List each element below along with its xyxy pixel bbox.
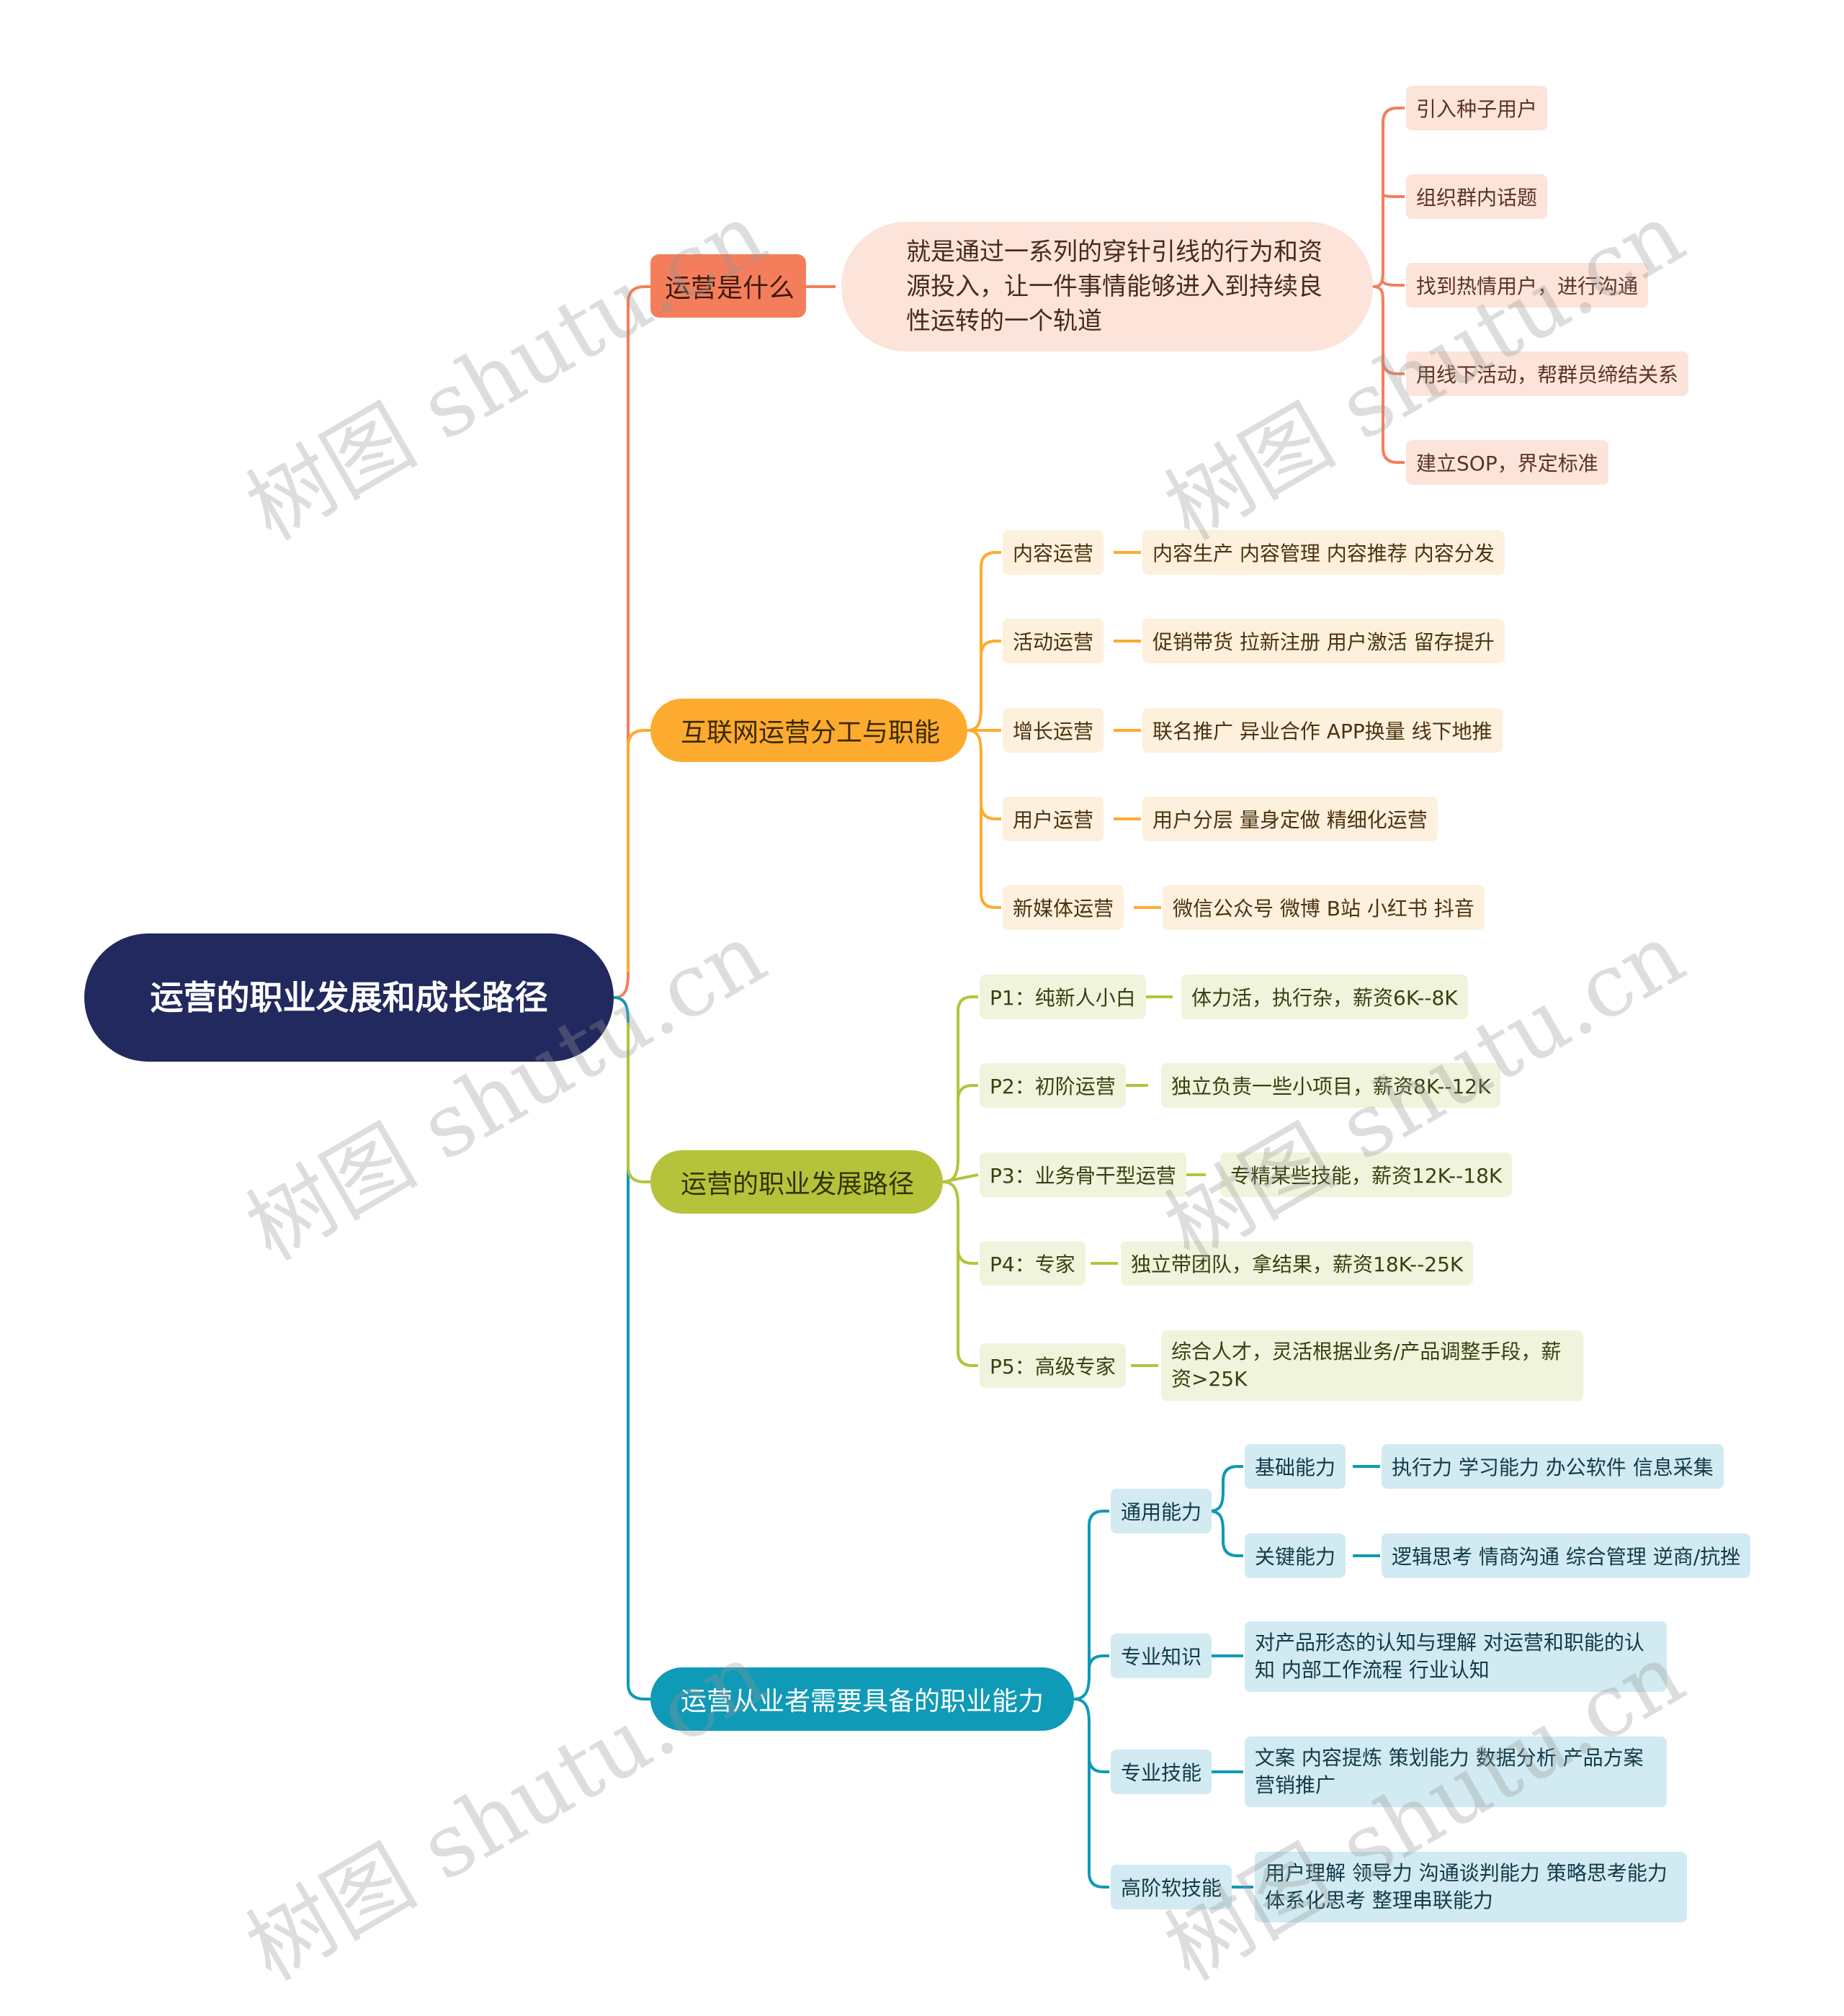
branch-what-is-operation[interactable]: 运营是什么 bbox=[650, 254, 806, 318]
role-name[interactable]: 用户运营 bbox=[1003, 797, 1104, 841]
level-detail[interactable]: 独立带团队，拿结果，薪资18K--25K bbox=[1121, 1241, 1474, 1286]
skill-group[interactable]: 高阶软技能 bbox=[1111, 1865, 1232, 1909]
level-name[interactable]: P2：初阶运营 bbox=[980, 1063, 1126, 1108]
step-item[interactable]: 引入种子用户 bbox=[1406, 86, 1548, 130]
root-topic[interactable]: 运营的职业发展和成长路径 bbox=[84, 933, 614, 1062]
skill-group[interactable]: 专业知识 bbox=[1111, 1634, 1212, 1678]
skill-detail[interactable]: 逻辑思考 情商沟通 综合管理 逆商/抗挫 bbox=[1382, 1533, 1751, 1578]
step-item[interactable]: 找到热情用户，进行沟通 bbox=[1406, 263, 1649, 308]
level-detail[interactable]: 独立负责一些小项目，薪资8K--12K bbox=[1161, 1063, 1501, 1108]
level-detail[interactable]: 综合人才，灵活根据业务/产品调整手段，薪资>25K bbox=[1161, 1330, 1583, 1401]
skill-detail[interactable]: 执行力 学习能力 办公软件 信息采集 bbox=[1382, 1444, 1724, 1489]
skill-subgroup[interactable]: 关键能力 bbox=[1245, 1533, 1346, 1578]
level-name[interactable]: P1：纯新人小白 bbox=[980, 975, 1146, 1019]
level-detail[interactable]: 专精某些技能，薪资12K--18K bbox=[1220, 1152, 1513, 1197]
step-item[interactable]: 建立SOP，界定标准 bbox=[1406, 440, 1608, 485]
level-name[interactable]: P5：高级专家 bbox=[980, 1343, 1126, 1388]
role-name[interactable]: 内容运营 bbox=[1003, 530, 1104, 575]
level-name[interactable]: P3：业务骨干型运营 bbox=[980, 1152, 1186, 1197]
role-detail[interactable]: 联名推广 异业合作 APP换量 线下地推 bbox=[1142, 708, 1503, 753]
branch-career-path[interactable]: 运营的职业发展路径 bbox=[650, 1150, 943, 1214]
role-name[interactable]: 活动运营 bbox=[1003, 619, 1104, 663]
role-detail[interactable]: 内容生产 内容管理 内容推荐 内容分发 bbox=[1142, 530, 1505, 575]
branch-career-skills[interactable]: 运营从业者需要具备的职业能力 bbox=[650, 1667, 1074, 1731]
skill-group-general[interactable]: 通用能力 bbox=[1111, 1489, 1212, 1533]
step-item[interactable]: 组织群内话题 bbox=[1406, 174, 1548, 219]
skill-group[interactable]: 专业技能 bbox=[1111, 1750, 1212, 1794]
step-item[interactable]: 用线下活动，帮群员缔结关系 bbox=[1406, 351, 1689, 396]
skill-detail[interactable]: 对产品形态的认知与理解 对运营和职能的认知 内部工作流程 行业认知 bbox=[1245, 1621, 1667, 1692]
branch-internet-roles[interactable]: 互联网运营分工与职能 bbox=[650, 699, 967, 762]
skill-detail[interactable]: 用户理解 领导力 沟通谈判能力 策略思考能力 体系化思考 整理串联能力 bbox=[1255, 1852, 1687, 1922]
role-detail[interactable]: 用户分层 量身定做 精细化运营 bbox=[1142, 797, 1438, 841]
role-detail[interactable]: 微信公众号 微博 B站 小红书 抖音 bbox=[1163, 885, 1485, 930]
role-name[interactable]: 新媒体运营 bbox=[1003, 885, 1124, 930]
role-name[interactable]: 增长运营 bbox=[1003, 708, 1104, 753]
level-name[interactable]: P4：专家 bbox=[980, 1241, 1086, 1286]
operation-definition[interactable]: 就是通过一系列的穿针引线的行为和资源投入，让一件事情能够进入到持续良性运转的一个… bbox=[841, 222, 1373, 351]
skill-subgroup[interactable]: 基础能力 bbox=[1245, 1444, 1346, 1489]
role-detail[interactable]: 促销带货 拉新注册 用户激活 留存提升 bbox=[1142, 619, 1505, 663]
level-detail[interactable]: 体力活，执行杂，薪资6K--8K bbox=[1181, 975, 1468, 1019]
skill-detail[interactable]: 文案 内容提炼 策划能力 数据分析 产品方案 营销推广 bbox=[1245, 1737, 1667, 1807]
